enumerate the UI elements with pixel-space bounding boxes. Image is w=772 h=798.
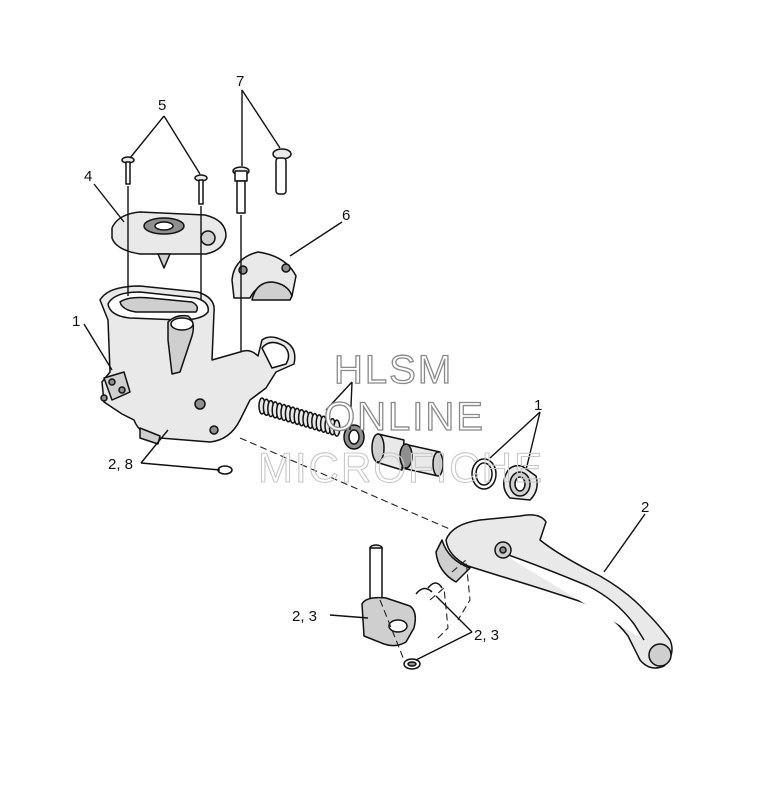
callout-2-3-right: 2, 3 [474, 627, 499, 644]
bolt-7-left [232, 166, 250, 214]
watermark-line-1: HLSM [334, 348, 453, 392]
piston [371, 433, 444, 477]
pivot-pin [369, 544, 383, 601]
callout-2-8: 2, 8 [108, 456, 133, 473]
clamp-6 [231, 251, 297, 301]
lever-2 [435, 514, 673, 669]
assembly-lines [127, 186, 471, 661]
bolt-7-right [272, 148, 292, 195]
callout-5: 5 [158, 97, 166, 114]
watermark-line-2: ONLINE [324, 395, 485, 439]
leader-lines [83, 89, 646, 661]
circlip-upper [415, 582, 443, 595]
callout-7: 7 [236, 73, 244, 90]
callout-2-lever: 2 [641, 499, 649, 516]
callout-6: 6 [342, 207, 350, 224]
circlip-2-8 [217, 465, 233, 475]
screw-5-right [194, 174, 208, 205]
o-ring-1 [471, 458, 497, 490]
callout-2-3-left: 2, 3 [292, 608, 317, 625]
screw-5-left [121, 156, 135, 185]
callout-1-left: 1 [72, 313, 80, 330]
callout-4: 4 [84, 168, 92, 185]
callout-1-right: 1 [534, 397, 542, 414]
boot-1 [503, 464, 538, 501]
reservoir-cover-4 [111, 211, 227, 269]
circlip-lower [403, 658, 421, 670]
spring [258, 397, 341, 437]
master-cylinder-body-1 [99, 285, 296, 445]
piston-seal [343, 424, 365, 450]
watermark-line-3: MICROFICHE [258, 444, 544, 491]
